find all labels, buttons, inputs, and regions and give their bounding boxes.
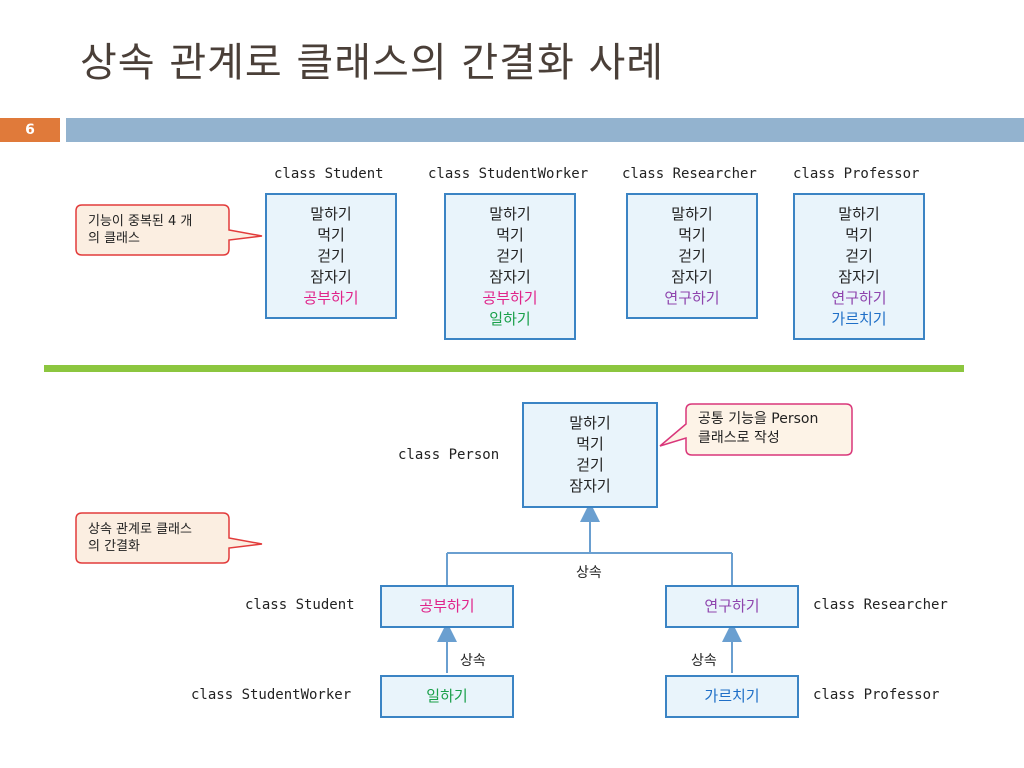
callout-duplicate: 기능이 중복된 4 개 의 클래스 (88, 213, 192, 247)
box-person: 말하기 먹기 걷기 잠자기 (522, 402, 658, 508)
label-studentworker: class StudentWorker (191, 687, 352, 703)
label-researcher: class Researcher (813, 597, 948, 613)
callout-person-line2: 클래스로 작성 (698, 430, 780, 446)
callout-duplicate-line2: 의 클래스 (88, 231, 140, 246)
box-professor-top: 말하기 먹기 걷기 잠자기 연구하기 가르치기 (793, 193, 925, 340)
callout-simplify-line1: 상속 관계로 클래스 (88, 522, 192, 537)
method-walk: 걷기 (576, 456, 604, 474)
method-eat: 먹기 (678, 225, 706, 244)
inherit-label-professor: 상속 (691, 653, 717, 669)
box-professor: 가르치기 (665, 675, 799, 718)
method-speak: 말하기 (489, 204, 531, 223)
method-speak: 말하기 (310, 204, 352, 223)
label-studentworker-top: class StudentWorker (428, 166, 589, 182)
label-professor-top: class Professor (793, 166, 920, 182)
method-walk: 걷기 (845, 246, 873, 265)
callout-simplify-shape (75, 512, 263, 564)
box-studentworker: 일하기 (380, 675, 514, 718)
method-eat: 먹기 (576, 435, 604, 453)
method-teach: 가르치기 (831, 309, 887, 328)
section-divider (44, 365, 964, 372)
method-walk: 걷기 (317, 246, 345, 265)
method-speak: 말하기 (671, 204, 713, 223)
label-professor: class Professor (813, 687, 940, 703)
method-teach: 가르치기 (704, 687, 760, 705)
box-researcher: 연구하기 (665, 585, 799, 628)
box-studentworker-top: 말하기 먹기 걷기 잠자기 공부하기 일하기 (444, 193, 576, 340)
callout-duplicate-shape (75, 204, 263, 256)
callout-person-line1: 공통 기능을 Person (698, 411, 819, 427)
inherit-label-person: 상속 (576, 565, 602, 581)
method-eat: 먹기 (845, 225, 873, 244)
box-researcher-top: 말하기 먹기 걷기 잠자기 연구하기 (626, 193, 758, 319)
method-research: 연구하기 (664, 288, 720, 307)
method-sleep: 잠자기 (671, 267, 713, 286)
header-bar (66, 118, 1024, 142)
label-student: class Student (245, 597, 355, 613)
box-student: 공부하기 (380, 585, 514, 628)
box-student-top: 말하기 먹기 걷기 잠자기 공부하기 (265, 193, 397, 319)
method-sleep: 잠자기 (569, 477, 611, 495)
callout-person: 공통 기능을 Person 클래스로 작성 (698, 410, 818, 448)
method-eat: 먹기 (496, 225, 524, 244)
method-research: 연구하기 (704, 597, 760, 615)
method-speak: 말하기 (569, 414, 611, 432)
method-sleep: 잠자기 (310, 267, 352, 286)
page-number: 6 (0, 118, 60, 142)
method-work: 일하기 (489, 309, 531, 328)
method-research: 연구하기 (831, 288, 887, 307)
callout-simplify-line2: 의 간결화 (88, 539, 140, 554)
callout-person-shape (659, 403, 853, 456)
method-study: 공부하기 (303, 288, 359, 307)
inherit-label-studentworker: 상속 (460, 653, 486, 669)
method-sleep: 잠자기 (838, 267, 880, 286)
method-study: 공부하기 (482, 288, 538, 307)
slide-title: 상속 관계로 클래스의 간결화 사례 (80, 40, 665, 86)
method-study: 공부하기 (419, 597, 475, 615)
callout-duplicate-line1: 기능이 중복된 4 개 (88, 214, 193, 229)
method-eat: 먹기 (317, 225, 345, 244)
method-sleep: 잠자기 (489, 267, 531, 286)
method-work: 일하기 (426, 687, 468, 705)
label-researcher-top: class Researcher (622, 166, 757, 182)
label-student-top: class Student (274, 166, 384, 182)
callout-simplify: 상속 관계로 클래스 의 간결화 (88, 521, 192, 555)
method-walk: 걷기 (678, 246, 706, 265)
method-walk: 걷기 (496, 246, 524, 265)
method-speak: 말하기 (838, 204, 880, 223)
label-person: class Person (398, 447, 500, 463)
